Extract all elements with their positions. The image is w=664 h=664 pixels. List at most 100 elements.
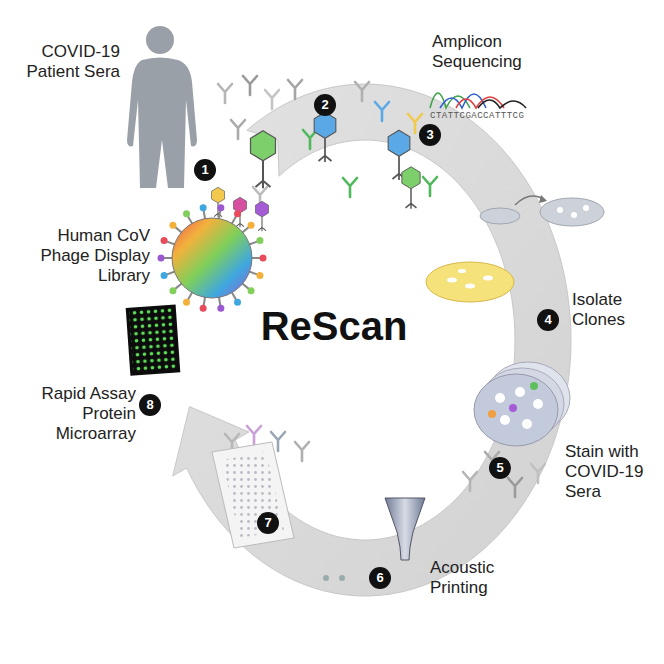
step-label: Amplicon Sequencing bbox=[432, 32, 540, 72]
illustration-part bbox=[402, 167, 420, 209]
coronavirus bbox=[158, 204, 267, 311]
illustration-part bbox=[256, 237, 263, 244]
illustration-part bbox=[218, 84, 232, 103]
step-circle: 5 bbox=[489, 457, 511, 479]
illustration-part bbox=[251, 131, 276, 189]
illustration-part bbox=[158, 204, 267, 311]
illustration-part bbox=[515, 387, 525, 397]
illustration-part bbox=[169, 222, 176, 229]
illustration-part bbox=[583, 205, 589, 211]
illustration-part bbox=[539, 195, 547, 203]
illustration-part bbox=[571, 212, 577, 218]
illustration-part bbox=[447, 278, 457, 283]
illustration-part bbox=[172, 218, 252, 298]
sequence-text: CTATTCGACCATTTCG bbox=[430, 111, 570, 122]
petri-dish bbox=[426, 195, 604, 302]
step-circle: 1 bbox=[194, 159, 216, 181]
illustration-part bbox=[247, 426, 261, 445]
illustration-part bbox=[295, 442, 309, 461]
illustration-part bbox=[303, 130, 317, 149]
step-label: Acoustic Printing bbox=[430, 558, 520, 598]
array-slide bbox=[212, 442, 294, 548]
illustration-part bbox=[288, 80, 302, 99]
illustration-part bbox=[314, 112, 336, 162]
illustration-part bbox=[260, 255, 267, 262]
illustration-part bbox=[265, 90, 279, 109]
illustration-part bbox=[200, 204, 207, 211]
callout-number: 4 bbox=[544, 312, 551, 327]
illustration-part bbox=[231, 120, 245, 139]
step-circle: 3 bbox=[419, 124, 441, 146]
illustration-part bbox=[183, 299, 190, 306]
illustration-part bbox=[478, 100, 526, 108]
illustration-part bbox=[495, 393, 505, 403]
step-circle: 8 bbox=[139, 394, 161, 416]
illustration-part bbox=[248, 287, 255, 294]
diagram-title: ReScan bbox=[261, 304, 408, 349]
illustration-part bbox=[126, 304, 181, 375]
illustration-part bbox=[522, 419, 532, 429]
illustration-part bbox=[233, 197, 246, 227]
callout-number: 5 bbox=[496, 460, 503, 475]
illustration-part bbox=[211, 187, 224, 217]
illustration-part bbox=[488, 410, 496, 418]
step-circle: 7 bbox=[257, 512, 279, 534]
illustration-part bbox=[480, 208, 520, 224]
illustration-part bbox=[146, 26, 174, 54]
illustration-part bbox=[430, 93, 470, 108]
illustration-part bbox=[355, 82, 369, 101]
illustration-part bbox=[217, 204, 224, 211]
illustration-part bbox=[458, 269, 466, 273]
illustration-part bbox=[323, 575, 329, 581]
callout-number: 7 bbox=[264, 515, 271, 530]
illustration-part bbox=[248, 222, 255, 229]
callout-number: 1 bbox=[201, 162, 208, 177]
illustration-part bbox=[234, 299, 241, 306]
cycle-arrow bbox=[173, 84, 571, 596]
illustration-part bbox=[474, 374, 558, 446]
illustration-part bbox=[557, 207, 563, 213]
illustration-part bbox=[385, 498, 425, 560]
illustration-part bbox=[508, 478, 522, 497]
illustration-part bbox=[158, 255, 165, 262]
illustration-part bbox=[161, 272, 168, 279]
callout-number: 2 bbox=[321, 97, 328, 112]
illustration-part bbox=[222, 452, 284, 538]
microarray-image bbox=[126, 304, 181, 375]
phages bbox=[211, 112, 420, 231]
step-label: Human CoV Phage Display Library bbox=[22, 226, 150, 286]
illustration-part bbox=[127, 58, 197, 189]
step-circle: 6 bbox=[369, 567, 391, 589]
illustration-part bbox=[375, 102, 389, 121]
illustration-part bbox=[500, 415, 510, 425]
illustration-part bbox=[234, 210, 241, 217]
step-label: Isolate Clones bbox=[572, 290, 660, 330]
stained-membranes bbox=[474, 362, 570, 446]
illustration-part bbox=[463, 472, 477, 491]
illustration-part bbox=[531, 464, 545, 483]
step-label: Stain with COVID-19 Sera bbox=[565, 442, 659, 502]
person-silhouette bbox=[127, 26, 197, 188]
illustration-part bbox=[129, 308, 177, 373]
callout-number: 6 bbox=[376, 570, 383, 585]
callout-number: 3 bbox=[426, 127, 433, 142]
illustration-part bbox=[161, 237, 168, 244]
illustration-part bbox=[426, 262, 514, 302]
step-label: Rapid Assay Protein Microarray bbox=[28, 384, 136, 444]
illustration-part bbox=[183, 210, 190, 217]
illustration-part bbox=[540, 198, 604, 226]
step-circle: 2 bbox=[314, 94, 336, 116]
illustration-part bbox=[339, 575, 345, 581]
illustration-part bbox=[255, 201, 268, 231]
illustration-part bbox=[169, 287, 176, 294]
step-circle: 4 bbox=[537, 309, 559, 331]
illustration-part bbox=[509, 404, 517, 412]
illustration-part bbox=[533, 399, 543, 409]
step-label: COVID-19 Patient Sera bbox=[2, 42, 120, 82]
illustration-part bbox=[217, 305, 224, 312]
illustration-part bbox=[212, 442, 294, 548]
illustration-part bbox=[200, 305, 207, 312]
illustration-part bbox=[343, 178, 357, 197]
illustration-part bbox=[243, 76, 257, 95]
